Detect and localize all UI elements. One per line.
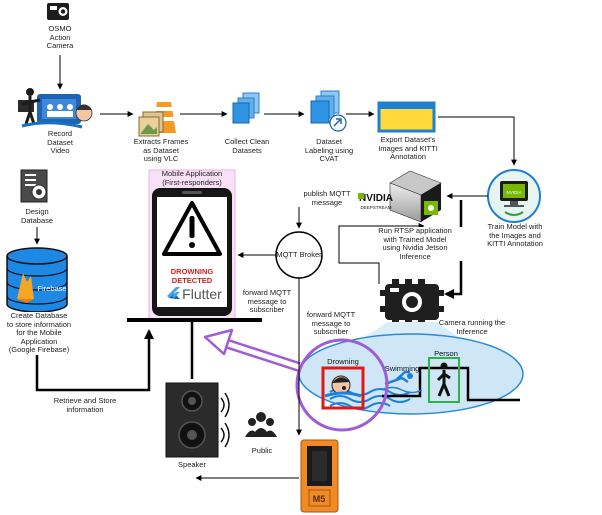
purple-alert-arrow-inner xyxy=(224,340,300,370)
flutter-logo-icon xyxy=(167,287,180,299)
m5-label: M5 xyxy=(313,494,326,504)
record-label: Record Dataset Video xyxy=(47,129,73,156)
speaker-icon xyxy=(165,382,230,458)
train-nvidia-badge: NVIDIA xyxy=(506,190,521,195)
nvidia-brand: NVIDIA xyxy=(359,193,393,204)
train-model-icon: NVIDIA xyxy=(487,169,541,223)
run-rtsp-label: Run RTSP application with Trained Model … xyxy=(365,226,465,262)
collect-label: Collect Clean Datasets xyxy=(224,137,270,155)
public-label: Public xyxy=(251,446,273,455)
mobile-app-label: Mobile Application (First-responders) xyxy=(161,169,223,187)
flutter-brand: Flutter xyxy=(182,286,222,302)
forward-label-1: forward MQTT message to subscriber xyxy=(237,288,297,315)
purple-alert-arrow-head xyxy=(203,328,234,356)
drowning-highlight xyxy=(295,338,389,432)
train-label: Train Model with the Images and KITTI An… xyxy=(487,222,543,249)
forward-label-2: forward MQTT message to subscriber xyxy=(301,310,361,337)
publish-label: publish MQTT message xyxy=(297,189,357,208)
jetson-deepstream-icon: NVIDIA DEEPSTREAM xyxy=(358,170,442,223)
mobile-app-phone: DROWNING DETECTED Flutter xyxy=(148,169,236,321)
swimmer-icon xyxy=(381,370,423,394)
drowning-box xyxy=(321,366,365,410)
create-db-label: Create Database to store information for… xyxy=(0,311,78,355)
speaker-label: Speaker xyxy=(178,460,206,469)
firebase-text: Firebase xyxy=(37,284,66,293)
design-db-label: Design Database xyxy=(20,207,54,225)
record-scene-icon xyxy=(18,88,93,129)
drowning-person-icon xyxy=(324,375,362,398)
person-label: Person xyxy=(434,349,458,358)
camera-inference-label: Camera running the Inference xyxy=(438,318,506,336)
inference-camera-icon xyxy=(380,279,444,325)
drowning-label: Drowning xyxy=(327,357,359,366)
alert-line-2: DETECTED xyxy=(172,276,213,285)
dataset-stack-icon xyxy=(232,92,260,124)
person-box xyxy=(428,357,460,403)
vlc-frames-icon xyxy=(138,102,176,137)
camera-label: OSMO Action Camera xyxy=(46,24,74,51)
deepstream-text: DEEPSTREAM xyxy=(360,205,391,210)
alert-line-1: DROWNING xyxy=(171,267,214,276)
retrieve-label: Retrieve and Store information xyxy=(53,396,117,414)
labeling-icon xyxy=(310,90,347,132)
action-camera-icon xyxy=(47,3,69,20)
labeling-label: Dataset Labeling using CVAT xyxy=(304,137,354,164)
firebase-database-icon: Firebase xyxy=(6,247,68,313)
export-label: Export Dataset's Images and KITTI Annota… xyxy=(378,135,438,162)
broker-label: MQTT Broker xyxy=(276,250,322,259)
extract-label: Extracts Frames as Dataset using VLC xyxy=(133,137,189,164)
public-people-icon xyxy=(245,412,277,437)
swimming-label: Swimming xyxy=(385,364,420,373)
standing-person-icon xyxy=(436,362,451,397)
annotation-export-icon xyxy=(377,101,436,133)
design-database-icon xyxy=(20,169,48,203)
m5-device-icon: M5 xyxy=(300,439,339,513)
